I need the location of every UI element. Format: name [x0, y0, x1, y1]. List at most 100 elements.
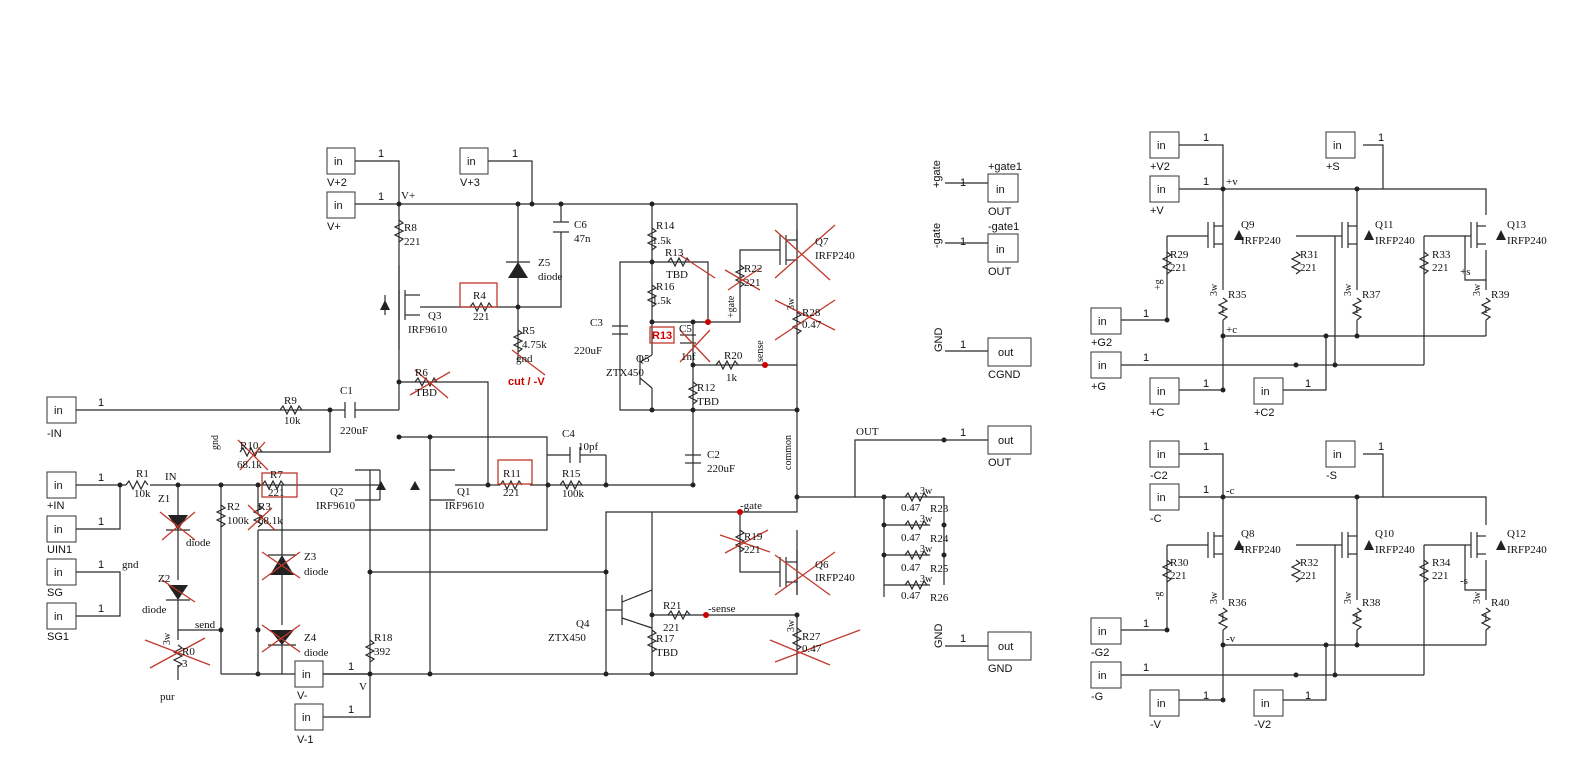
svg-text:R39: R39: [1491, 289, 1510, 301]
resistor-R22: [734, 264, 746, 288]
svg-text:R35: R35: [1228, 289, 1247, 301]
svg-text:221: 221: [1432, 570, 1449, 582]
svg-text:R1: R1: [136, 468, 149, 480]
svg-text:out: out: [998, 641, 1013, 653]
svg-text:diode: diode: [538, 271, 563, 283]
svg-text:IN: IN: [165, 471, 177, 483]
resistor-R15: [559, 479, 583, 491]
svg-text:221: 221: [744, 277, 761, 289]
svg-text:in: in: [1098, 360, 1107, 372]
svg-text:1: 1: [1143, 618, 1149, 630]
svg-text:1.5k: 1.5k: [652, 295, 672, 307]
resistor-R18: [364, 639, 376, 663]
svg-text:TBD: TBD: [656, 647, 678, 659]
svg-text:R23: R23: [930, 503, 949, 515]
resistor-R31: [1290, 251, 1302, 275]
svg-text:+gate: +gate: [726, 295, 737, 318]
net-labels: V+ IN gnd gnd send pur V OUT common +gat…: [122, 176, 1470, 703]
svg-text:1: 1: [1143, 308, 1149, 320]
svg-text:10k: 10k: [284, 415, 301, 427]
resistor-R5: [512, 329, 524, 353]
bjt-Q5: [639, 354, 653, 410]
svg-text:4.75k: 4.75k: [522, 339, 547, 351]
svg-text:3w: 3w: [1343, 591, 1354, 604]
resistor-R2: [215, 504, 227, 528]
resistor-R37: [1351, 297, 1363, 321]
svg-text:221: 221: [1300, 262, 1317, 274]
svg-text:100k: 100k: [562, 488, 585, 500]
svg-text:R8: R8: [404, 222, 417, 234]
svg-text:R21: R21: [663, 600, 681, 612]
resistor-R25: [904, 549, 928, 561]
cut-note: cut / -V: [508, 376, 545, 388]
svg-text:GND: GND: [933, 328, 945, 353]
annotations: cut / -V R13: [508, 330, 672, 388]
svg-text:V+2: V+2: [327, 177, 347, 189]
svg-text:in: in: [1157, 386, 1166, 398]
port-r-minus-c: in1-C: [1149, 483, 1209, 525]
svg-text:C5: C5: [679, 323, 692, 335]
svg-text:C1: C1: [340, 385, 353, 397]
svg-text:0.47: 0.47: [802, 319, 822, 331]
mosfet-Q13-diode: [1496, 230, 1506, 240]
svg-text:R29: R29: [1170, 249, 1189, 261]
mosfet-Q11: [1335, 189, 1358, 250]
svg-text:-V2: -V2: [1254, 719, 1271, 731]
resistor-R11: [499, 479, 523, 491]
svg-text:in: in: [1261, 698, 1270, 710]
resistor-R12: [687, 381, 699, 405]
svg-text:out: out: [998, 435, 1013, 447]
svg-text:1: 1: [960, 633, 966, 645]
svg-text:1nf: 1nf: [681, 351, 696, 363]
svg-text:1: 1: [1483, 304, 1489, 316]
svg-text:in: in: [1157, 492, 1166, 504]
svg-text:gnd: gnd: [516, 353, 533, 365]
resistor-R36: [1217, 607, 1229, 631]
svg-text:1: 1: [98, 472, 104, 484]
svg-text:1: 1: [1483, 612, 1489, 624]
resistor-R26: [904, 579, 928, 591]
svg-text:+V2: +V2: [1150, 161, 1170, 173]
svg-text:R14: R14: [656, 220, 675, 232]
svg-text:ZTX450: ZTX450: [548, 632, 586, 644]
resistor-R30: [1161, 559, 1173, 583]
svg-text:Q1: Q1: [457, 486, 470, 498]
svg-text:V+3: V+3: [460, 177, 480, 189]
svg-text:R26: R26: [930, 592, 949, 604]
svg-text:IRFP240: IRFP240: [815, 250, 855, 262]
svg-text:Q12: Q12: [1507, 528, 1526, 540]
svg-text:IRFP240: IRFP240: [1375, 544, 1415, 556]
svg-text:1: 1: [1203, 176, 1209, 188]
resistor-R23: [904, 491, 928, 503]
port-r-minus-v: in1-V: [1149, 689, 1209, 731]
svg-text:3w: 3w: [1209, 591, 1220, 604]
svg-text:IRF9610: IRF9610: [445, 500, 485, 512]
svg-text:Z5: Z5: [538, 257, 551, 269]
svg-text:Q8: Q8: [1241, 528, 1255, 540]
svg-text:C6: C6: [574, 219, 587, 231]
svg-text:3w: 3w: [162, 632, 173, 645]
svg-text:R20: R20: [724, 350, 743, 362]
svg-text:pur: pur: [160, 691, 175, 703]
svg-text:3w: 3w: [1472, 283, 1483, 296]
svg-text:SG1: SG1: [47, 631, 69, 643]
mosfet-Q12-diode: [1496, 540, 1506, 550]
svg-text:in: in: [334, 156, 343, 168]
svg-text:-gate: -gate: [931, 223, 943, 248]
svg-text:220uF: 220uF: [707, 463, 735, 475]
mosfet-Q1: [429, 469, 488, 501]
resistor-R33: [1418, 251, 1430, 275]
resistor-R34: [1418, 559, 1430, 583]
svg-text:R16: R16: [656, 281, 675, 293]
resistor-R20: [715, 359, 739, 371]
svg-text:Q5: Q5: [636, 353, 650, 365]
svg-text:R3: R3: [258, 501, 271, 513]
svg-text:3: 3: [182, 658, 188, 670]
svg-text:221: 221: [268, 487, 285, 499]
svg-text:TBD: TBD: [415, 387, 437, 399]
svg-text:TBD: TBD: [697, 396, 719, 408]
